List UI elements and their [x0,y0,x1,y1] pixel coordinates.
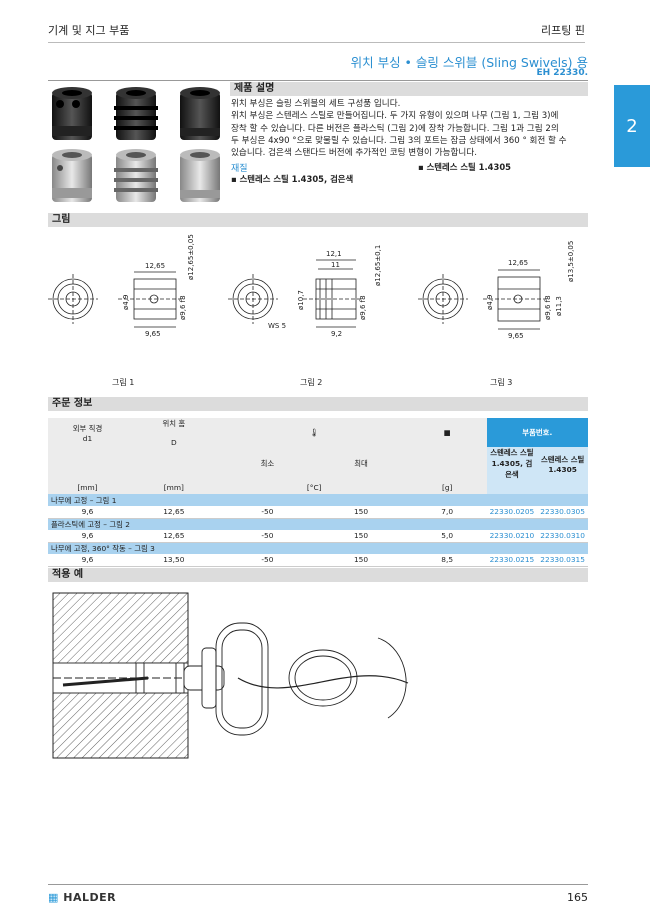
dim-fig3-collar: ø11,3 [555,296,563,316]
description-line: 있습니다. 검은색 스탠다드 버전에 추가적인 코팅 변형이 가능합니다. [231,148,477,159]
page-title: 위치 부싱 • 슬링 스위블 (Sling Swivels) 용 [350,55,588,70]
col-temp-max: 최대 [354,459,368,468]
material-steel: ▪ 스텐레스 스틸 1.4305 [418,162,511,172]
dim-fig1-hole: ø4,9 [122,295,130,310]
header-divider [48,42,585,43]
dim-fig2-length: 12,1 [326,250,342,258]
part-link[interactable]: 22330.0315 [537,554,588,567]
col-steel: 스텐레스 스틸 1.4305 [537,447,588,480]
photo-steel-fig2 [114,149,158,202]
drawing-fig2: 12,1 11 9,2 WS 5 ø12,65±0,1 ø10,7 ø9,6 f… [228,245,382,338]
dim-fig2-thread: ø10,7 [297,290,305,310]
dim-fig2-inner: ø9,6 f8 [359,295,367,320]
dim-fig2-outer: ø12,65±0,1 [374,245,382,286]
description-heading: 제품 설명 [230,82,588,96]
part-link[interactable]: 22330.0205 [486,506,538,519]
part-link[interactable]: 22330.0305 [537,506,588,519]
photo-black-fig2 [114,87,158,140]
col-black: 스텐레스 스틸 1.4305, 검은색 [486,447,538,480]
application-heading: 적용 예 [48,568,588,582]
unit-temp: [°C] [306,482,322,492]
sling-loop [215,622,269,736]
group-row: 나무에 고정 – 그림 1 [48,494,588,506]
photo-black-fig3 [180,87,220,140]
brand-logo: ▦ HALDER [48,891,117,904]
chapter-tab[interactable]: 2 [614,85,650,167]
dim-fig3-inner: ø9,6 f8 [544,295,552,320]
material-black: ▪ 스텐레스 스틸 1.4305, 검은색 [231,174,354,184]
figures-heading: 그림 [48,213,588,227]
part-link[interactable]: 22330.0310 [537,530,588,543]
group-row: 플라스틱에 고정 – 그림 2 [48,518,588,530]
unit-dia: [mm] [77,482,98,492]
part-link[interactable]: 22330.0210 [486,530,538,543]
dim-fig3-hole: ø4,9 [486,295,494,310]
drawing-fig3: 12,65 9,65 ø13,5±0,05 ø4,9 ø9,6 f8 ø11,3 [418,241,575,340]
dim-fig3-outer: ø13,5±0,05 [567,241,575,282]
dim-fig3-length: 12,65 [508,259,528,267]
dim-fig1-outer: ø12,65±0,05 [187,234,195,280]
thermometer-icon: 🌡 [309,428,319,437]
application-drawing [52,592,409,759]
table-units-row: [mm] [mm] [°C] [g] [48,480,588,494]
description-line: 두 부싱은 4x90 °으로 맞물릴 수 있습니다. 그림 3의 포트는 잠금 … [231,135,567,146]
wood-block-bottom [52,692,189,759]
technical-drawings: 12,65 9,65 ø12,65±0,05 ø4,9 ø9,6 f8 12,1… [48,234,575,340]
dim-fig2-body: 11 [331,261,340,269]
part-link[interactable]: 22330.0215 [486,554,538,567]
col-part-number: 부품번호. [486,418,588,447]
description-line: 위치 부싱은 스텐레스 스틸로 만들어집니다. 두 가지 유형이 있으며 나무 … [231,111,559,122]
header-category: 기계 및 지그 부품 [48,24,130,37]
dim-fig3-depth: 9,65 [508,332,524,340]
wood-block-top [52,592,189,664]
header-section: 리프팅 핀 [541,24,585,37]
material-heading: 재질 [231,164,248,174]
group-row: 나무에 고정, 360° 작동 – 그림 3 [48,542,588,554]
description-text: 위치 부싱은 슬링 스위블의 세트 구성품 입니다. 위치 부싱은 스텐레스 스… [231,98,591,159]
product-photos [52,87,220,202]
dim-fig2-wrench: WS 5 [268,322,286,330]
description-line: 장착 할 수 있습니다. 다른 버전은 플라스틱 (그림 2)에 장착 가능합니… [231,123,559,134]
dim-fig1-depth: 9,65 [145,330,161,338]
figure-label-3: 그림 3 [490,378,513,387]
chain-link [288,649,358,707]
halder-logo-icon: ▦ [48,891,59,904]
title-divider [48,80,588,81]
photo-steel-fig1 [52,149,92,202]
page-subtitle: EH 22330. [536,68,588,78]
weight-icon: ■ [443,428,451,437]
footer-divider [48,884,588,885]
unit-weight: [g] [441,482,453,492]
page-number: 165 [567,891,588,904]
figure-label-1: 그림 1 [112,378,135,387]
photo-black-fig1 [52,87,92,140]
dim-fig1-inner: ø9,6 f8 [179,295,187,320]
drawing-fig1: 12,65 9,65 ø12,65±0,05 ø4,9 ø9,6 f8 [48,234,195,338]
unit-bolt: [mm] [163,482,184,492]
col-temp-min: 최소 [260,459,275,468]
description-line: 위치 부싱은 슬링 스위블의 세트 구성품 입니다. [231,99,401,109]
photo-steel-fig3 [180,149,220,202]
order-heading: 주문 정보 [48,397,588,411]
dim-fig2-depth: 9,2 [331,330,342,338]
table-subheader-row: 최소 최대 스텐레스 스틸 1.4305, 검은색 스텐레스 스틸 1.4305 [48,447,588,480]
dim-fig1-length: 12,65 [145,262,165,270]
figure-label-2: 그림 2 [300,378,323,387]
